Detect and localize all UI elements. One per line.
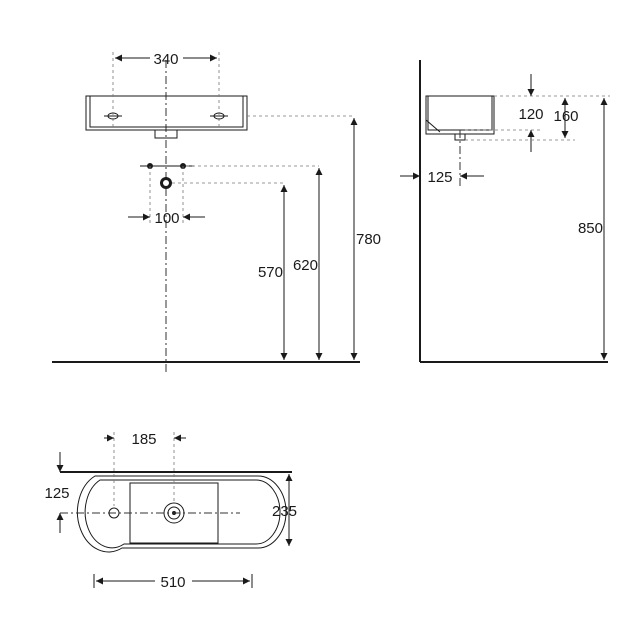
dim-100: 100: [128, 166, 205, 227]
dim-label-120: 120: [518, 106, 543, 123]
dim-label-125-side: 125: [427, 169, 452, 186]
dim-label-235: 235: [272, 503, 297, 520]
dim-label-160: 160: [553, 108, 578, 125]
front-basin: [85, 95, 248, 139]
dim-label-100: 100: [154, 210, 179, 227]
top-view: 185 125 235 510: [44, 431, 297, 591]
dim-label-850: 850: [578, 220, 603, 237]
dim-235: 235: [272, 474, 297, 546]
front-waste-outlet: [154, 129, 178, 139]
dim-185: 185: [104, 431, 186, 506]
dim-label-510: 510: [160, 574, 185, 591]
dim-620: 620: [186, 165, 323, 360]
front-view: 340 100 570 620: [52, 51, 381, 372]
dim-label-620: 620: [293, 257, 318, 274]
dim-510: 510: [93, 574, 253, 591]
dim-label-125-top: 125: [44, 485, 69, 502]
dim-label-340: 340: [153, 51, 178, 68]
dim-570: 570: [172, 182, 288, 360]
dim-label-780: 780: [356, 231, 381, 248]
trap-markers: [140, 163, 194, 189]
top-basin: [76, 475, 287, 553]
side-view: 120 160 125 850: [400, 60, 610, 363]
dim-125-top: 125: [44, 452, 70, 533]
dim-label-185: 185: [131, 431, 156, 448]
dim-780: 780: [247, 115, 381, 360]
dim-120: 120: [465, 74, 610, 152]
dim-850: 850: [578, 98, 608, 360]
dim-160: 160: [465, 98, 579, 141]
dim-340: 340: [112, 51, 220, 130]
dim-label-570: 570: [258, 264, 283, 281]
dim-125-side: 125: [400, 169, 484, 186]
